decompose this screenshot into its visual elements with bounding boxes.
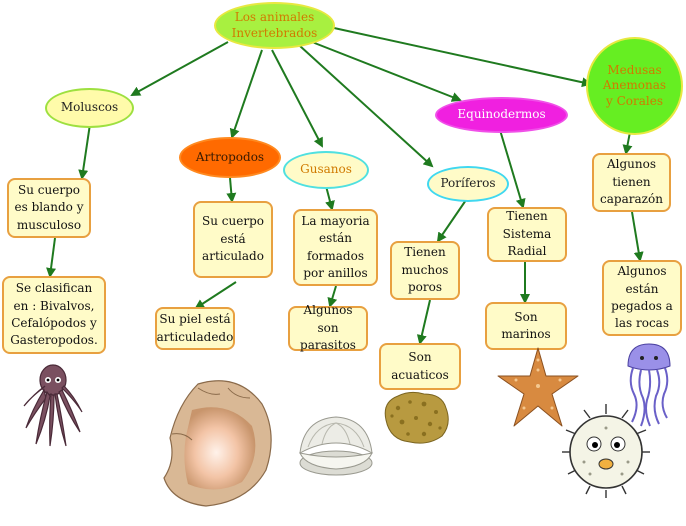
arrow-root-artropodos xyxy=(229,49,263,139)
arrow-artropodos-note2 xyxy=(194,281,237,310)
category-moluscos-label: Moluscos xyxy=(60,100,119,115)
category-equinodermos-label: Equinodermos xyxy=(457,107,546,122)
arrow-moluscos-note2 xyxy=(46,237,57,278)
category-poriferos: Poríferos xyxy=(427,166,509,202)
sponge-icon xyxy=(384,391,449,444)
note-equinodermos-1-text: Tienen Sistema Radial xyxy=(502,209,552,259)
arrow-root-gusanos xyxy=(271,49,323,148)
note-equinodermos-2: Son marinos xyxy=(485,302,567,350)
arrow-medusas-note2 xyxy=(631,211,644,262)
arrow-root-poriferos xyxy=(299,45,434,168)
octopus-icon xyxy=(23,364,83,447)
arrow-root-medusas xyxy=(333,27,592,88)
note-equinodermos-2-text: Son marinos xyxy=(501,309,551,341)
note-moluscos-1: Su cuerpo es blando y musculoso xyxy=(7,178,91,238)
note-poriferos-1-text: Tienen muchos poros xyxy=(401,245,449,295)
pufferfish-icon xyxy=(562,404,650,498)
note-medusas-1: Algunos tienen caparazón xyxy=(592,153,671,212)
note-medusas-1-text: Algunos tienen caparazón xyxy=(600,157,663,207)
arrow-moluscos-note xyxy=(78,123,91,180)
note-poriferos-2: Son acuaticos xyxy=(379,343,461,390)
note-poriferos-2-text: Son acuaticos xyxy=(391,350,449,382)
conch-shell-icon xyxy=(163,380,272,507)
arrow-root-equinodermos xyxy=(311,41,462,102)
arrow-artropodos-note xyxy=(226,177,237,203)
category-medusas: Medusas Anemonas y Corales xyxy=(586,37,683,135)
category-artropodos-label: Artropodos xyxy=(195,149,265,164)
root-label: Los animales Invertebrados xyxy=(231,9,318,40)
category-gusanos-label: Gusanos xyxy=(300,162,352,177)
note-gusanos-1: La mayoria están formados por anillos xyxy=(293,209,378,286)
note-equinodermos-1: Tienen Sistema Radial xyxy=(487,207,567,262)
category-equinodermos: Equinodermos xyxy=(435,97,568,133)
category-moluscos: Moluscos xyxy=(45,88,134,128)
arrow-gusanos-note xyxy=(325,185,335,211)
note-gusanos-2-text: Algunos son parasitos xyxy=(300,303,356,353)
root-node: Los animales Invertebrados xyxy=(214,2,335,49)
note-medusas-2-text: Algunos están pegados a las rocas xyxy=(611,264,673,331)
clam-shell-icon xyxy=(299,416,373,476)
note-gusanos-2: Algunos son parasitos xyxy=(288,303,368,352)
arrow-equinodermos-note xyxy=(499,129,526,209)
note-moluscos-2-text: Se clasifican en : Bivalvos, Cefalópodos… xyxy=(10,281,98,348)
note-artropodos-1: Su cuerpo está articulado xyxy=(193,201,273,278)
note-gusanos-1-text: La mayoria están formados por anillos xyxy=(301,213,370,280)
category-gusanos: Gusanos xyxy=(283,151,369,189)
arrow-medusas-note xyxy=(622,131,633,155)
arrow-root-moluscos xyxy=(130,41,229,96)
jellyfish-icon xyxy=(627,343,671,427)
note-artropodos-2-text: Su piel está articuladedo xyxy=(156,312,234,344)
note-poriferos-1: Tienen muchos poros xyxy=(390,241,460,300)
note-artropodos-2: Su piel está articuladedo xyxy=(155,307,235,350)
note-moluscos-1-text: Su cuerpo es blando y musculoso xyxy=(14,182,84,232)
category-artropodos: Artropodos xyxy=(179,137,281,178)
note-moluscos-2: Se clasifican en : Bivalvos, Cefalópodos… xyxy=(2,276,106,354)
starfish-icon xyxy=(497,347,579,427)
arrow-gusanos-note2 xyxy=(327,285,338,308)
note-artropodos-1-text: Su cuerpo está articulado xyxy=(202,214,264,264)
arrow-poriferos-note2 xyxy=(416,299,431,345)
category-poriferos-label: Poríferos xyxy=(440,176,496,191)
category-medusas-label: Medusas Anemonas y Corales xyxy=(602,62,667,108)
note-medusas-2: Algunos están pegados a las rocas xyxy=(602,260,682,336)
arrow-poriferos-note xyxy=(436,199,467,243)
